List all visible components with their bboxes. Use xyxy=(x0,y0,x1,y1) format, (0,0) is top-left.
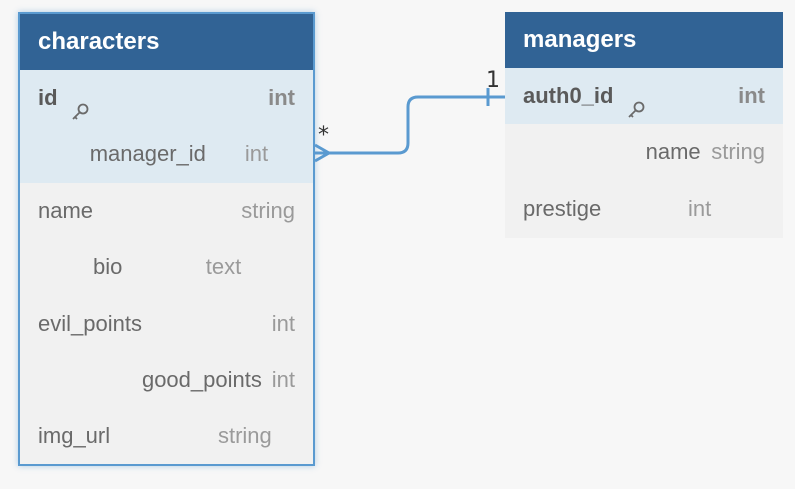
column-name: id xyxy=(38,85,58,110)
column-row-name[interactable]: name string xyxy=(20,183,313,239)
cardinality-many-label: * xyxy=(318,123,329,148)
column-type: int xyxy=(738,83,765,108)
column-name: manager_id xyxy=(89,141,206,167)
column-row-name[interactable]: name string xyxy=(505,124,783,180)
column-name: name xyxy=(38,197,94,223)
column-row-bio[interactable]: bio text xyxy=(20,239,313,295)
column-row-img-url[interactable]: img_url string xyxy=(20,408,313,464)
column-name: img_url xyxy=(38,423,111,449)
column-name: evil_points xyxy=(38,310,142,336)
table-managers[interactable]: managers auth0_id int name string presti… xyxy=(505,12,783,238)
table-header-managers[interactable]: managers xyxy=(505,12,783,68)
column-row-evil-points[interactable]: evil_points int xyxy=(20,296,313,352)
column-type: string xyxy=(711,139,765,165)
column-row-good-points[interactable]: good_points int xyxy=(20,352,313,408)
column-row-manager-id[interactable]: manager_id int xyxy=(20,126,313,183)
column-type: string xyxy=(241,197,295,223)
table-header-characters[interactable]: characters xyxy=(20,14,313,70)
column-row-prestige[interactable]: prestige int xyxy=(505,181,783,237)
column-type: int xyxy=(244,141,269,167)
column-name: bio xyxy=(93,254,123,280)
column-type: text xyxy=(205,254,242,280)
column-name: good_points xyxy=(141,366,262,392)
column-name: name xyxy=(645,139,701,165)
column-type: int xyxy=(268,85,295,110)
cardinality-one-label: 1 xyxy=(486,68,500,93)
column-type: int xyxy=(271,366,295,392)
column-name: prestige xyxy=(523,195,602,221)
column-type: int xyxy=(271,310,295,336)
table-characters[interactable]: characters id int manager_id int name st… xyxy=(18,12,315,466)
column-type: int xyxy=(687,195,712,221)
key-icon xyxy=(70,87,90,120)
column-type: string xyxy=(217,423,272,449)
key-icon xyxy=(626,85,646,118)
column-name: auth0_id xyxy=(523,83,614,108)
column-row-id[interactable]: id int xyxy=(20,70,313,127)
column-row-auth0-id[interactable]: auth0_id int xyxy=(505,68,783,125)
